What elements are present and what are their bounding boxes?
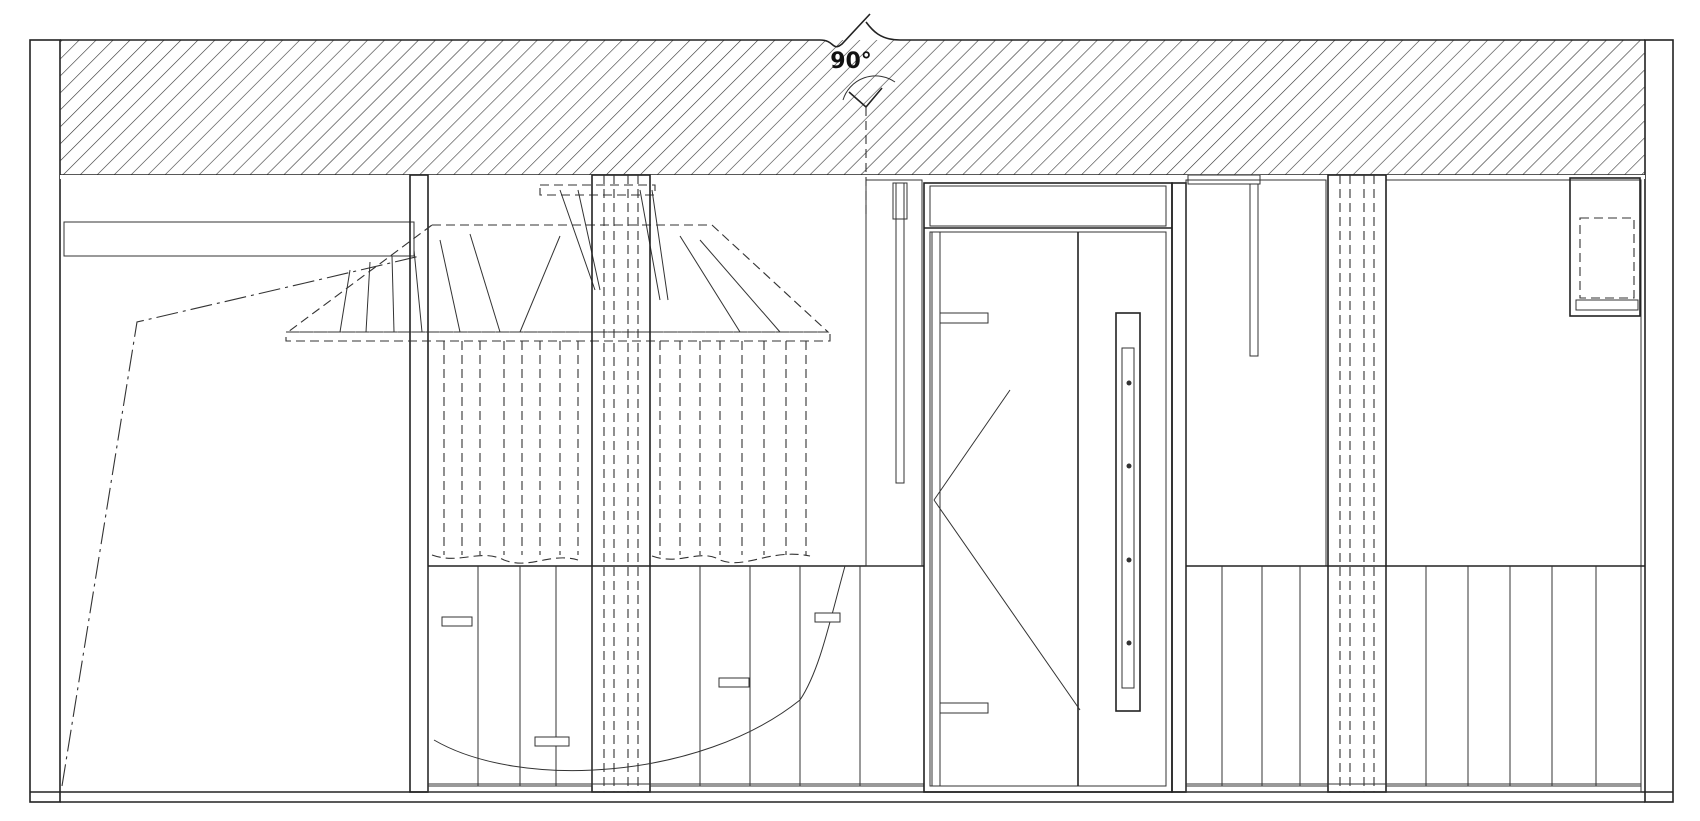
left-opening [61, 221, 421, 787]
angle-annotation: 90° [830, 49, 896, 215]
door-hinge-upper [939, 312, 989, 324]
wall-panel-center [865, 179, 923, 567]
pillar-left [591, 174, 651, 793]
door-hinge-lower [939, 702, 989, 714]
angle-label: 90° [830, 49, 872, 74]
door-handle[interactable] [1115, 312, 1141, 712]
wainscot-right [1185, 565, 1645, 793]
wall-panel-right [1185, 174, 1642, 567]
door[interactable] [923, 182, 1173, 793]
left-mullion [409, 174, 429, 793]
pillar-right [1327, 174, 1387, 793]
floor-line [30, 791, 1673, 803]
awning [285, 184, 831, 342]
wall-box [1569, 177, 1641, 317]
left-wall [29, 39, 61, 803]
wainscot-left [427, 565, 925, 793]
right-wall [1644, 39, 1674, 803]
curtain-panels [431, 341, 811, 564]
door-jamb-right [1171, 182, 1187, 793]
ceiling-slab [60, 13, 1645, 179]
